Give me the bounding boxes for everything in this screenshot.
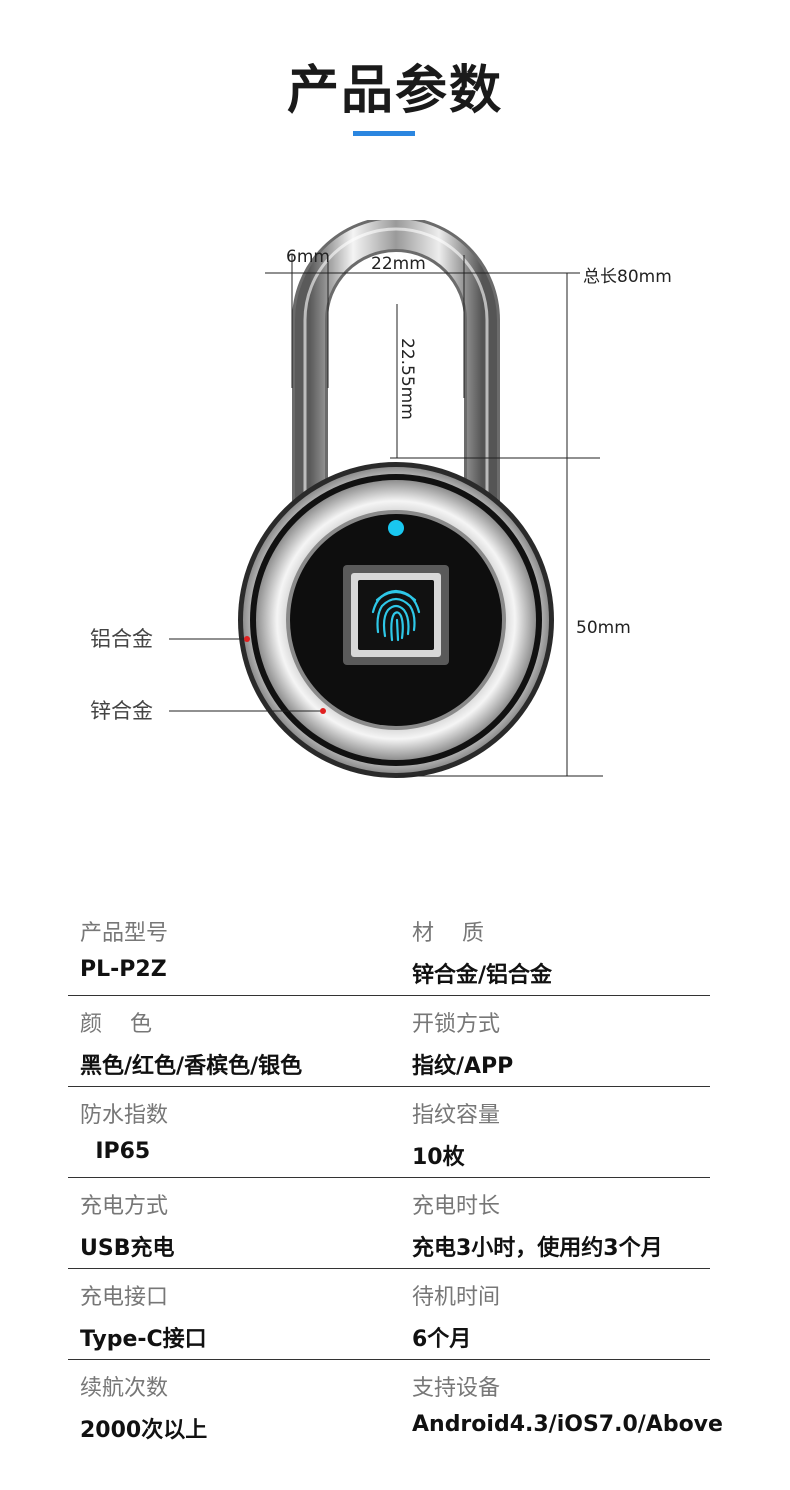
spec-value: 2000次以上: [80, 1418, 208, 1443]
spec-value: 黑色/红色/香槟色/银色: [80, 1054, 303, 1079]
spec-row: 充电方式 USB充电 充电时长 充电3小时，使用约3个月: [68, 1178, 710, 1269]
marker-dot: [320, 708, 326, 714]
spec-row: 颜 色 黑色/红色/香槟色/银色 开锁方式 指纹/APP: [68, 996, 710, 1087]
spec-label: 充电接口: [80, 1285, 169, 1310]
spec-row: 产品型号 PL-P2Z 材 质 锌合金/铝合金: [68, 905, 710, 996]
spec-value: 6个月: [412, 1327, 472, 1352]
spec-label: 材 质: [412, 921, 484, 946]
spec-label: 防水指数: [80, 1103, 169, 1128]
spec-label: 待机时间: [412, 1285, 501, 1310]
spec-label: 开锁方式: [412, 1012, 501, 1037]
spec-value: Type-C接口: [80, 1327, 207, 1352]
spec-row: 续航次数 2000次以上 支持设备 Android4.3/iOS7.0/Abov…: [68, 1360, 723, 1450]
spec-value: IP65: [80, 1139, 151, 1164]
spec-value: 10枚: [412, 1145, 465, 1170]
dim-inner-width: 22mm: [371, 254, 426, 274]
title-underline: [353, 131, 415, 136]
spec-value: 充电3小时，使用约3个月: [412, 1236, 663, 1261]
spec-label: 颜 色: [80, 1012, 152, 1037]
spec-row: 充电接口 Type-C接口 待机时间 6个月: [68, 1269, 710, 1360]
spec-value: PL-P2Z: [80, 957, 167, 982]
indicator-light-icon: [388, 520, 404, 536]
material-outer-label: 铝合金: [90, 627, 153, 651]
dim-body: 50mm: [576, 618, 631, 638]
dim-clearance: 22.55mm: [397, 338, 417, 420]
marker-dot: [244, 636, 250, 642]
spec-label: 指纹容量: [412, 1103, 501, 1128]
spec-label: 支持设备: [412, 1376, 501, 1401]
spec-row: 防水指数 IP65 指纹容量 10枚: [68, 1087, 710, 1178]
material-inner-label: 锌合金: [90, 699, 153, 723]
spec-value: 指纹/APP: [412, 1054, 514, 1079]
dimension-lines: [169, 255, 603, 777]
spec-value: 锌合金/铝合金: [412, 963, 553, 988]
spec-table: 产品型号 PL-P2Z 材 质 锌合金/铝合金 颜 色 黑色/红色/香槟色/银色…: [68, 905, 723, 1450]
spec-label: 产品型号: [80, 921, 169, 946]
page-title: 产品参数: [286, 61, 503, 121]
spec-value: USB充电: [80, 1236, 175, 1261]
padlock-dimension-diagram: 6mm 22mm 总长80mm 22.55mm 50mm 铝合金 锌合金: [90, 220, 672, 778]
spec-value: Android4.3/iOS7.0/Above: [412, 1412, 723, 1437]
fingerprint-sensor: [343, 565, 449, 665]
spec-label: 续航次数: [80, 1376, 169, 1401]
spec-label: 充电时长: [412, 1194, 501, 1219]
spec-label: 充电方式: [80, 1194, 169, 1219]
dim-total-length: 总长80mm: [583, 267, 672, 287]
dim-shackle-width: 6mm: [286, 247, 330, 267]
fingerprint-icon: [371, 589, 421, 642]
